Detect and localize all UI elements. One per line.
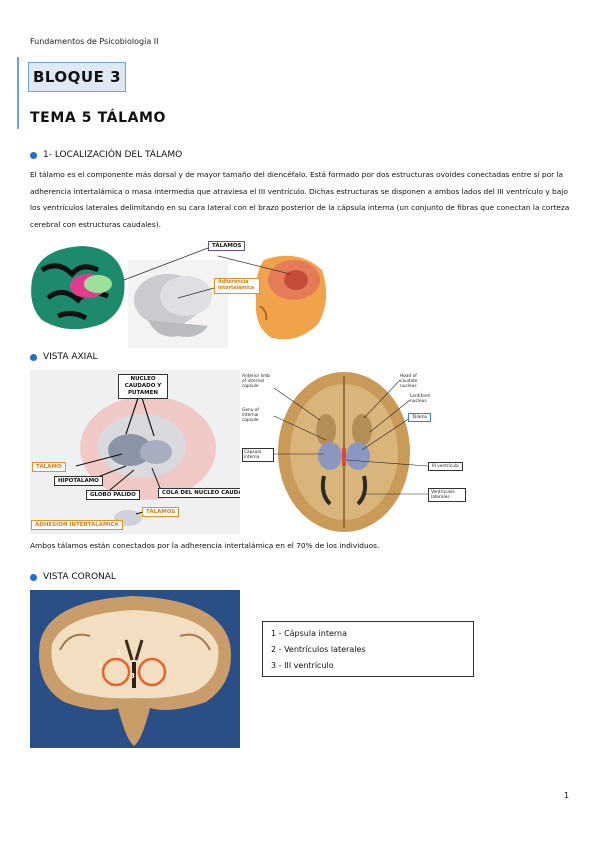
label-capsula-interna: Cápsula interna: [242, 448, 274, 462]
label-anterior-limb: Anterior limb of internal capsule: [242, 374, 271, 389]
label-lentiform: Lentiform nucleus: [410, 394, 431, 404]
label-iii-ventriculo: III ventrículo: [428, 462, 463, 471]
label-globo-palido: GLOBO PALIDO: [86, 490, 140, 500]
legend-item: 3 - III ventrículo: [271, 661, 334, 670]
section-heading-vista-axial: VISTA AXIAL: [30, 352, 98, 362]
figure-axial-left: NUCLEO CAUDADO Y PUTAMEN TÁLAMO HIPOTALA…: [30, 370, 240, 534]
label-talamos: TÁLAMOS: [208, 241, 246, 251]
page-number: 1: [564, 791, 570, 800]
figure-coronal-illustration: [39, 596, 231, 746]
section-heading-text: 1- LOCALIZACIÓN DEL TÁLAMO: [43, 150, 183, 160]
bloque-title: BLOQUE 3: [28, 62, 126, 92]
legend-item: 1 - Cápsula interna: [271, 629, 348, 638]
axial-caption: Ambos tálamos están conectados por la ad…: [30, 541, 380, 550]
section-heading-localizacion: 1- LOCALIZACIÓN DEL TÁLAMO: [30, 150, 182, 160]
running-head: Fundamentos de Psicobiología II: [30, 37, 159, 46]
figure-axial-left-illustration: [75, 396, 216, 526]
figure-localizacion: TÁLAMOS Adherencia intertalámica: [28, 240, 328, 348]
label-talamo: TÁLAMO: [32, 462, 66, 472]
label-adhesion: ADHESION INTERTALAMICA: [31, 520, 123, 530]
label-head-caudate: Head of caudate nucleus: [400, 374, 418, 389]
label-hipotalamo: HIPOTALAMO: [54, 476, 103, 486]
coronal-legend: 1 - Cápsula interna 2 - Ventrículos late…: [262, 621, 474, 677]
label-talamo-right: Tálamo: [408, 413, 432, 422]
label-talamos-axial: TÁLAMOS: [142, 507, 180, 517]
bloque-side-rule: [17, 57, 19, 129]
label-ventriculos-laterales: Ventrículos laterales: [428, 488, 466, 502]
figure-axial-right-illustration: [273, 372, 429, 532]
label-nucleo-caudado: NUCLEO CAUDADO Y PUTAMEN: [118, 374, 168, 399]
figure-localizacion-illustration: [31, 246, 327, 348]
coronal-number-3: 3: [130, 672, 135, 680]
figure-coronal: 2 1 3: [30, 590, 240, 748]
bullet-dot-icon: [30, 151, 37, 159]
section-heading-text: VISTA CORONAL: [43, 572, 116, 582]
section-heading-text: VISTA AXIAL: [43, 352, 98, 362]
bullet-dot-icon: [30, 573, 37, 581]
figure-axial-right: Anterior limb of internal capsule Genu o…: [240, 370, 480, 534]
legend-item: 2 - Ventrículos laterales: [271, 645, 366, 654]
coronal-number-1: 1: [98, 662, 103, 670]
bullet-dot-icon: [30, 353, 37, 361]
coronal-number-2: 2: [116, 648, 121, 656]
label-adherencia: Adherencia intertalámica: [214, 278, 260, 294]
label-genu: Genu of internal capsule: [242, 408, 259, 423]
localizacion-paragraph: El tálamo es el componente más dorsal y …: [30, 170, 570, 229]
section-heading-vista-coronal: VISTA CORONAL: [30, 572, 116, 582]
label-cola-nucleo: COLA DEL NUCLEO CAUDADO: [158, 488, 240, 498]
tema-title: TEMA 5 TÁLAMO: [30, 110, 167, 126]
